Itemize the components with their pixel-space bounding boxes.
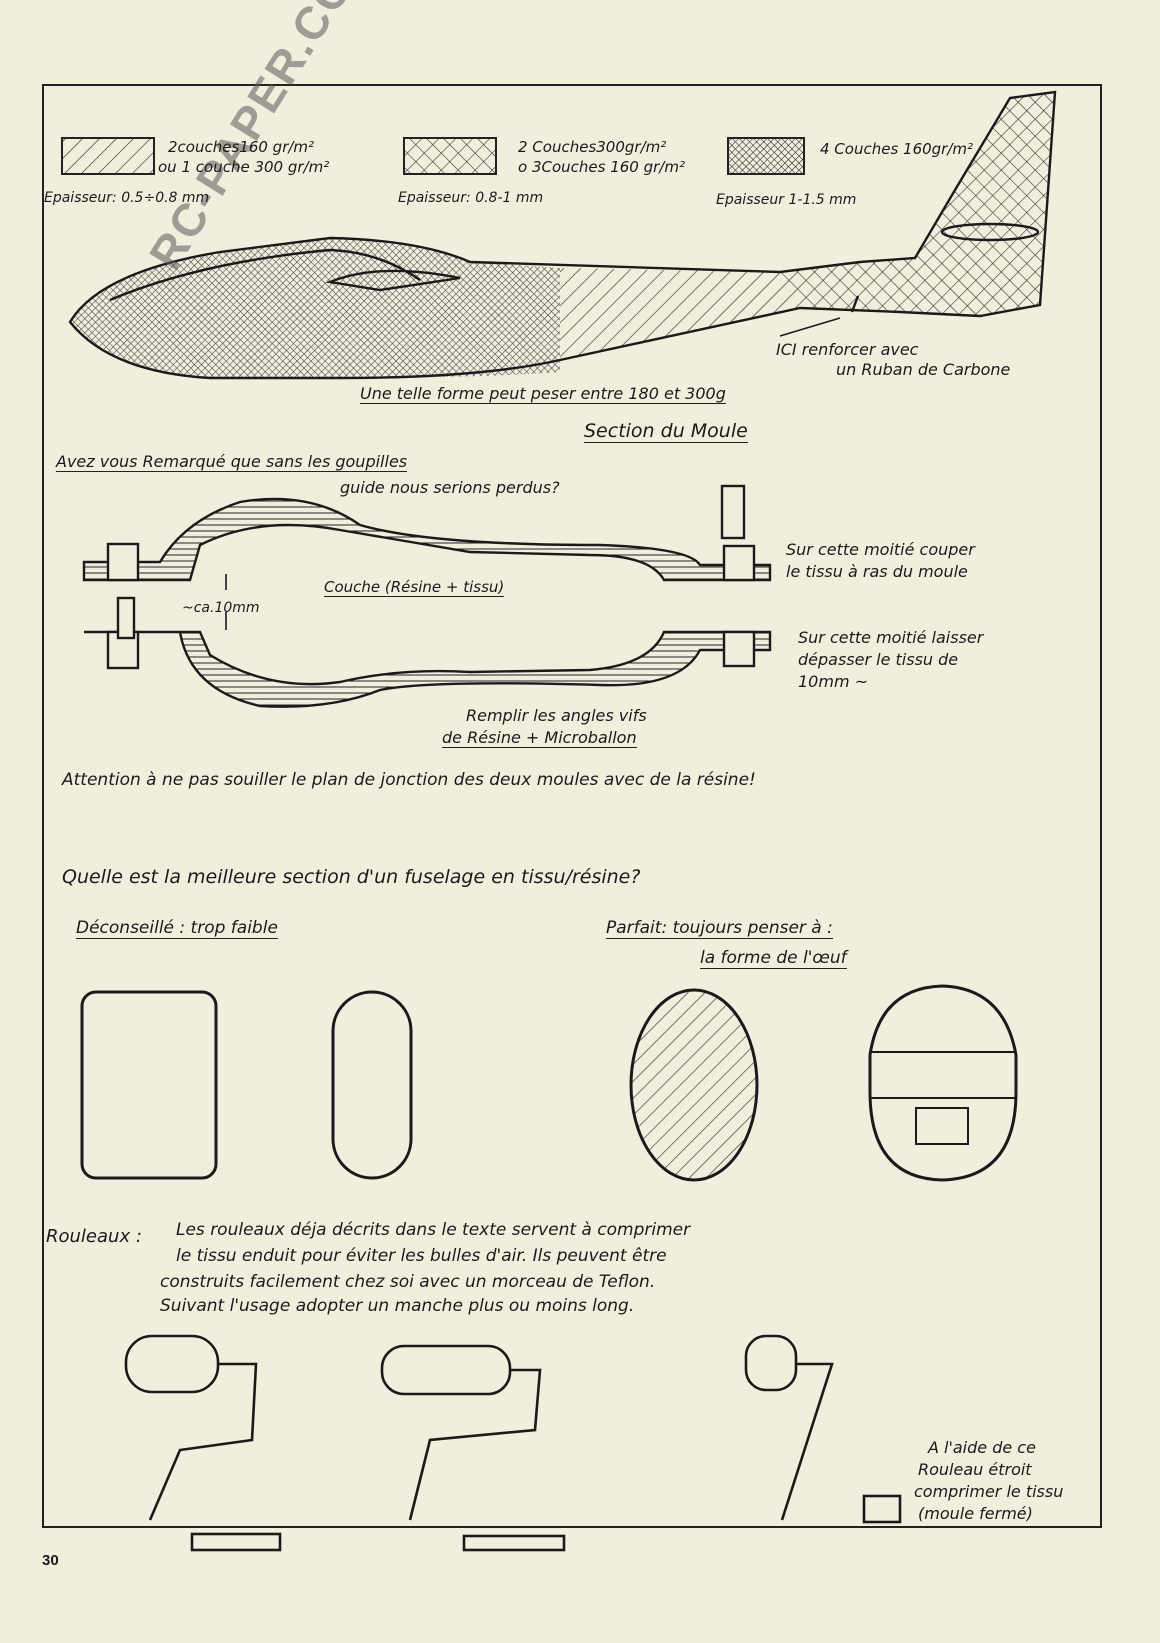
roller-1-handle xyxy=(148,1362,258,1521)
rollers-line-3: construits facilement chez soi avec un m… xyxy=(160,1272,656,1292)
mould-bottom-half xyxy=(84,630,772,708)
narrow-roller-note-3: comprimer le tissu xyxy=(914,1482,1064,1501)
bad-label: Déconseillé : trop faible xyxy=(76,918,278,939)
page-frame xyxy=(42,84,1102,1528)
bottom-half-note-1: Sur cette moitié laisser xyxy=(798,628,984,647)
fuselage-mid-fill xyxy=(560,268,800,360)
section-egg xyxy=(868,984,1018,1182)
section-rectangle xyxy=(80,990,218,1180)
good-label-1: Parfait: toujours penser à : xyxy=(606,918,833,939)
good-label-2: la forme de l'œuf xyxy=(700,948,847,969)
bottom-half-note-2: dépasser le tissu de xyxy=(798,650,959,669)
fuselage-outline xyxy=(68,90,1057,380)
roller-2-handle xyxy=(408,1368,542,1521)
rollers-line-1: Les rouleaux déja décrits dans le texte … xyxy=(176,1220,691,1240)
rollers-line-2: le tissu enduit pour éviter les bulles d… xyxy=(176,1246,667,1266)
egg-block xyxy=(915,1107,969,1145)
legend-2-line2: o 3Couches 160 gr/m² xyxy=(518,158,685,176)
carbon-arrow xyxy=(850,295,860,313)
guide-pin-screw xyxy=(720,484,746,540)
bottom-half-note-3: 10mm ~ xyxy=(798,672,869,691)
pin-bush-bottom-right xyxy=(722,630,756,668)
fuselage-front-fill xyxy=(70,238,560,378)
roller-1-body xyxy=(124,1334,220,1394)
mould-question-2: guide nous serions perdus? xyxy=(340,478,560,497)
fuselage-wing-root xyxy=(325,269,461,292)
pin-bush-top-right xyxy=(722,544,756,582)
top-half-note-2: le tissu à ras du moule xyxy=(786,562,968,581)
legend-1-line1: 2couches160 gr/m² xyxy=(168,138,315,156)
top-half-note-1: Sur cette moitié couper xyxy=(786,540,975,559)
legend-swatch-hatch xyxy=(61,137,155,175)
narrow-roller-note-1: A l'aide de ce xyxy=(928,1438,1036,1457)
section-ellipse-hatched xyxy=(629,988,759,1182)
fill-note-1: Remplir les angles vifs xyxy=(466,706,647,725)
mould-title: Section du Moule xyxy=(584,420,748,443)
sections-question: Quelle est la meilleure section d'un fus… xyxy=(62,866,641,888)
mould-drawing xyxy=(82,484,772,708)
narrow-roller-note-4: (moule fermé) xyxy=(918,1504,1033,1523)
roller-2-body xyxy=(380,1344,512,1396)
profile-2 xyxy=(462,1534,566,1552)
weight-note: Une telle forme peut peser entre 180 et … xyxy=(360,384,726,404)
pin-bush-top-left xyxy=(106,542,140,582)
legend-swatch-dense xyxy=(727,137,805,175)
fuselage-tail-fill xyxy=(780,92,1055,316)
profile-1 xyxy=(190,1532,282,1552)
mould-question-1: Avez vous Remarqué que sans les goupille… xyxy=(56,452,408,472)
rollers-label: Rouleaux : xyxy=(46,1226,142,1247)
fuselage-canopy xyxy=(109,248,421,302)
legend-2-line1: 2 Couches300gr/m² xyxy=(518,138,667,156)
carbon-note-1: ICI renforcer avec xyxy=(776,340,919,359)
legend-3-line1: 4 Couches 160gr/m² xyxy=(820,140,974,158)
legend-1-thickness: Epaisseur: 0.5÷0.8 mm xyxy=(44,190,210,206)
rollers-line-4: Suivant l'usage adopter un manche plus o… xyxy=(160,1296,635,1316)
section-shapes xyxy=(80,984,1018,1182)
legend-3-thickness: Epaisseur 1-1.5 mm xyxy=(716,192,857,208)
fill-note-2: de Résine + Microballon xyxy=(442,728,637,748)
profile-3 xyxy=(862,1494,902,1524)
legend-1-line2: ou 1 couche 300 gr/m² xyxy=(158,158,330,176)
layer-label: Couche (Résine + tissu) xyxy=(324,578,505,597)
mould-top-half xyxy=(82,497,772,582)
page-number: 30 xyxy=(42,1552,59,1569)
legend-swatch-cross xyxy=(403,137,497,175)
narrow-roller-note-2: Rouleau étroit xyxy=(918,1460,1032,1479)
legend-2-thickness: Epaisseur: 0.8-1 mm xyxy=(398,190,544,206)
roller-3-handle xyxy=(780,1362,834,1521)
carbon-pointer xyxy=(779,317,841,337)
carbon-note-2: un Ruban de Carbone xyxy=(836,360,1011,379)
section-oval xyxy=(331,990,413,1180)
fin-ellipse xyxy=(940,222,1040,242)
fuselage-drawing xyxy=(68,90,1057,380)
rollers-drawing xyxy=(124,1334,902,1552)
warning-note: Attention à ne pas souiller le plan de j… xyxy=(62,770,756,790)
guide-pin-post xyxy=(116,596,136,640)
gap-label: ~ca.10mm xyxy=(182,600,260,616)
roller-3-body xyxy=(744,1334,798,1392)
